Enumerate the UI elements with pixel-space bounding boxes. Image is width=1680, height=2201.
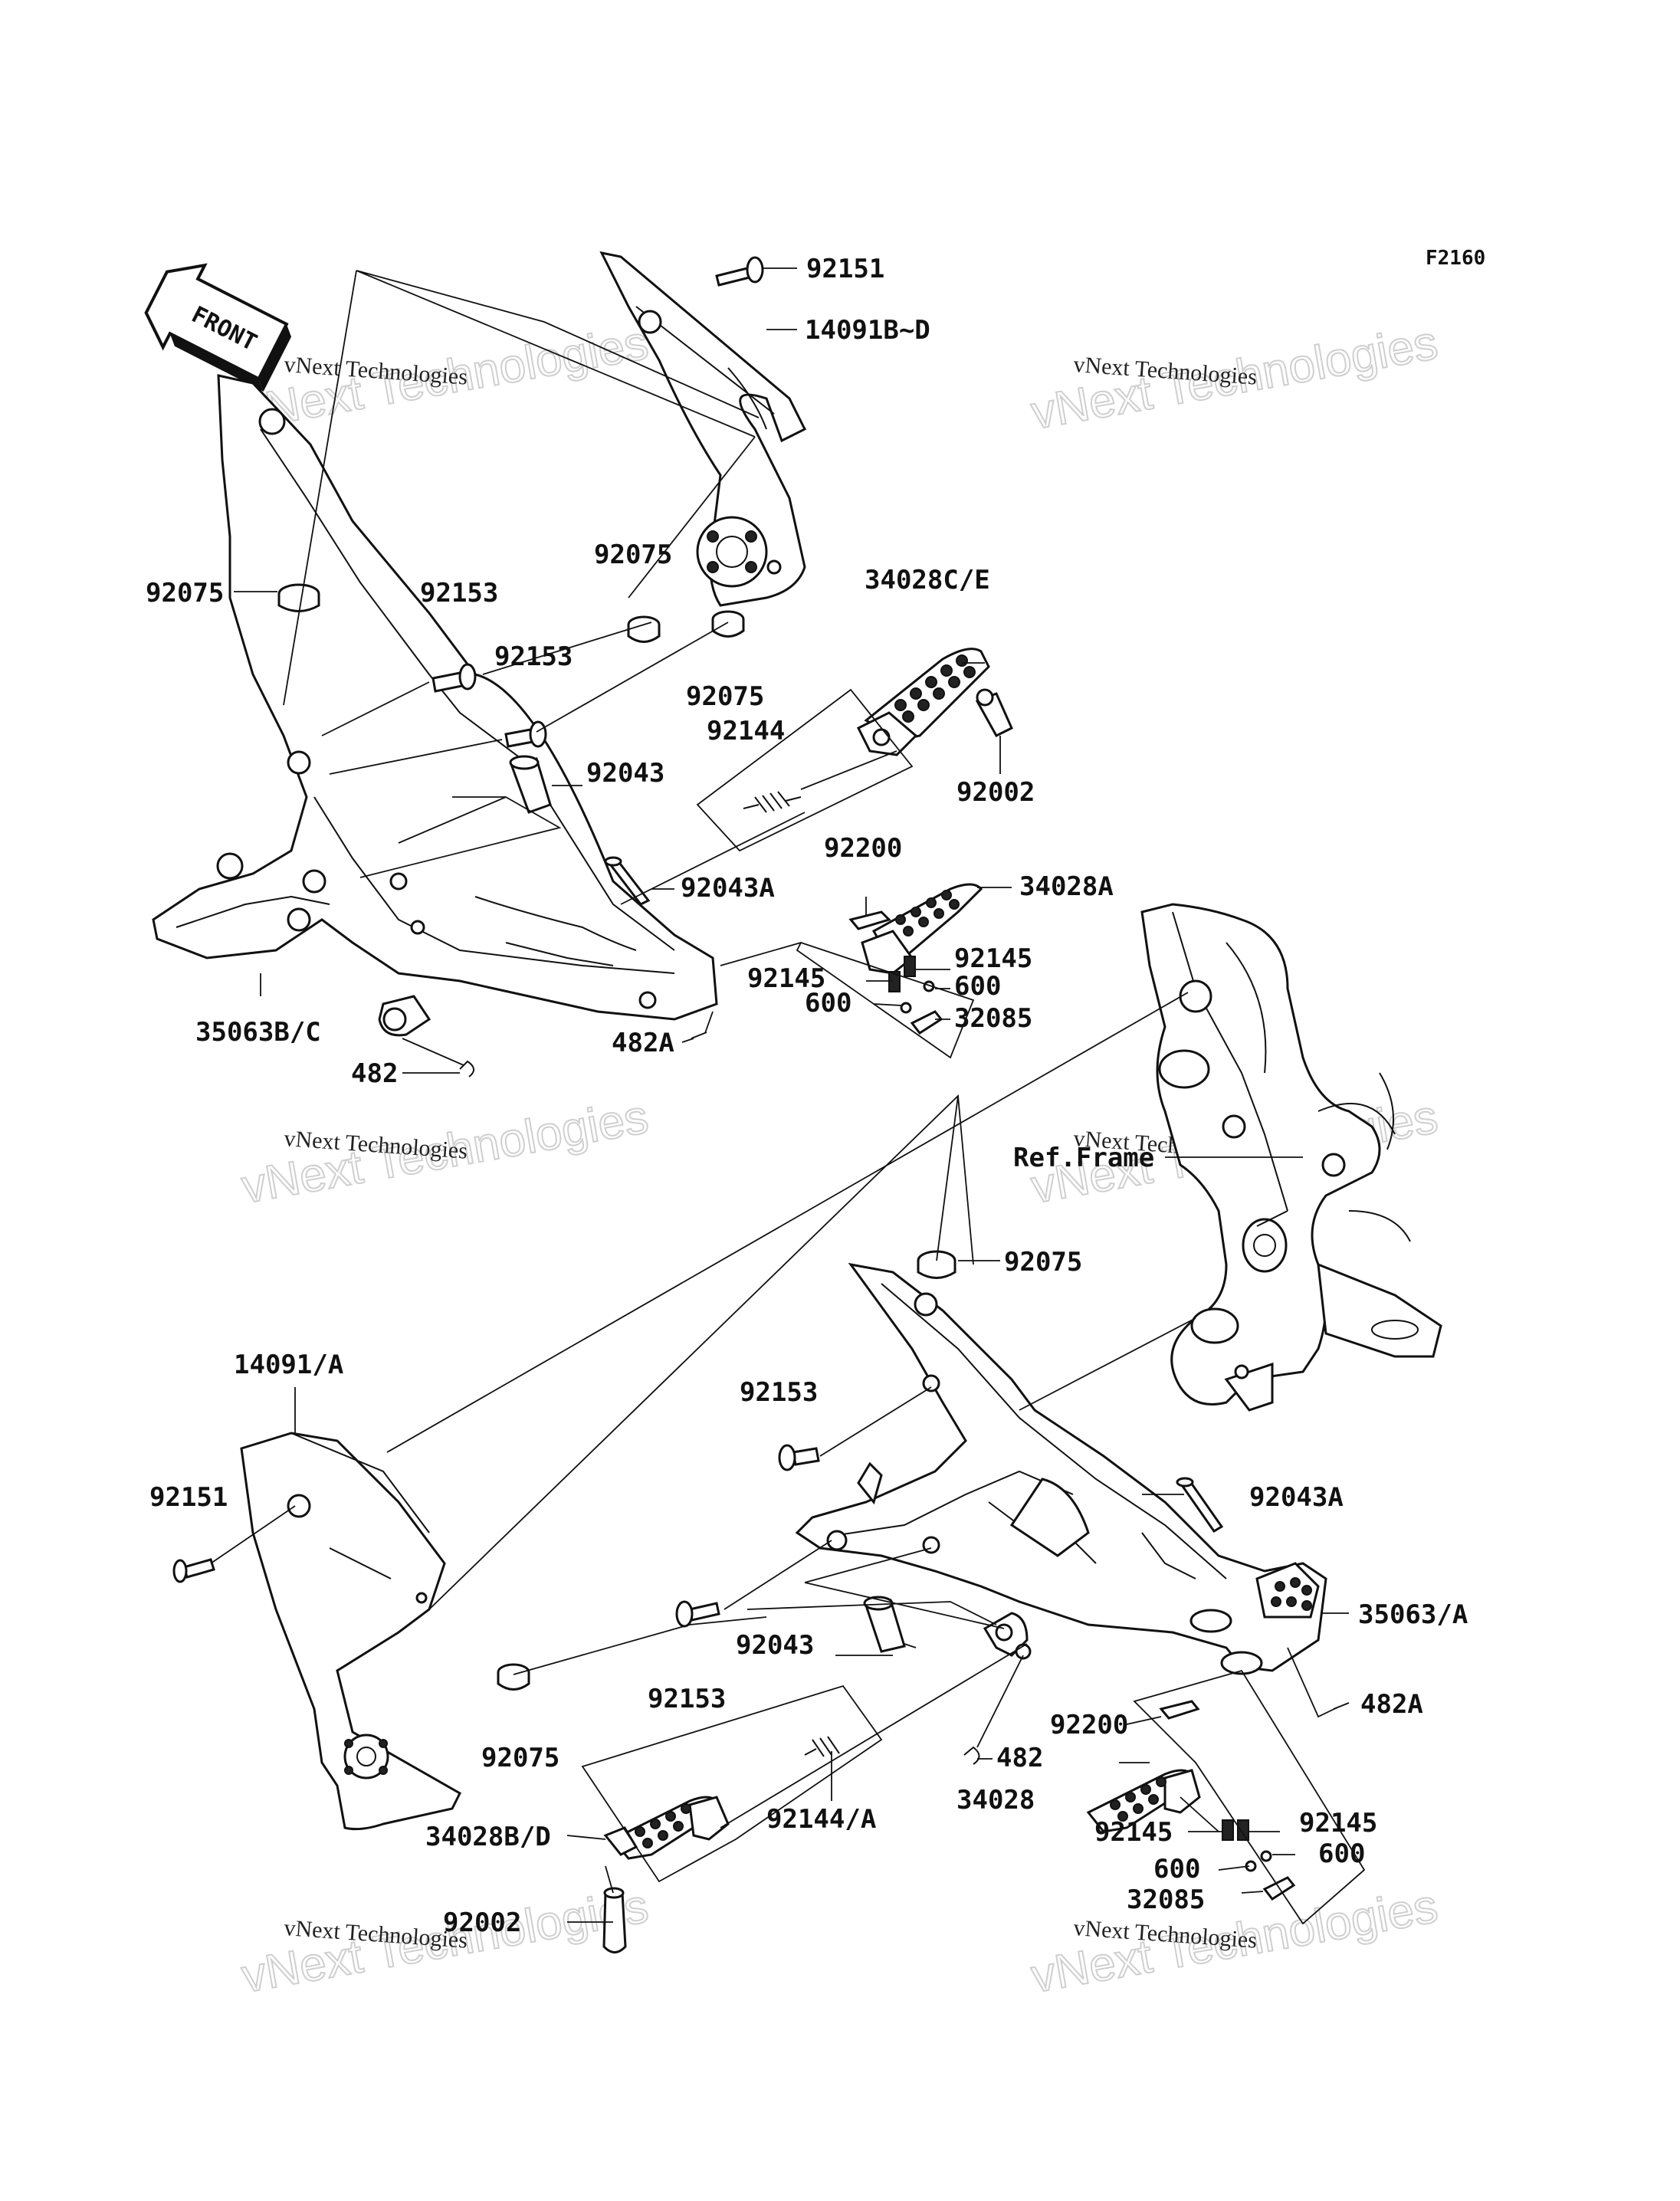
label-32085-top: 32085 <box>954 1003 1032 1034</box>
label-92153-b: 92153 <box>494 641 573 672</box>
spring-92144 <box>743 791 802 813</box>
label-34028A: 34028A <box>1019 871 1114 902</box>
collar-92043-top <box>509 755 552 814</box>
label-92200-bot: 92200 <box>1050 1710 1128 1740</box>
label-482-top: 482 <box>351 1058 398 1089</box>
pin-92043A-top <box>604 856 651 906</box>
pin-92043A-bottom <box>1176 1477 1224 1533</box>
label-92043-top: 92043 <box>586 758 664 789</box>
label-92043-bot: 92043 <box>736 1630 814 1661</box>
spring-92145-a <box>888 971 901 992</box>
label-92043A-top: 92043A <box>681 873 775 904</box>
watermark-6: vNext Technologies vNext Technologies <box>1026 1879 1442 2004</box>
ball-600-a <box>900 1002 912 1014</box>
watermark-5: vNext Technologies vNext Technologies <box>237 1879 652 2004</box>
label-600-a: 600 <box>805 988 851 1018</box>
footrest-bracket-upper <box>152 374 718 1037</box>
spring-92145-b <box>904 956 916 977</box>
label-482A-top: 482A <box>612 1028 674 1058</box>
washer-92200-bottom <box>1159 1700 1200 1720</box>
label-92145-b: 92145 <box>954 943 1032 974</box>
watermark-2: vNext Technologies vNext Technologies <box>1026 316 1442 441</box>
bolt-92153-a <box>431 663 477 693</box>
front-arrow-icon: FRONT <box>144 263 292 392</box>
grommet-upper-left <box>277 583 320 612</box>
label-ref-frame: Ref.Frame <box>1013 1143 1154 1173</box>
label-92075-lower: 92075 <box>686 681 764 712</box>
label-92153-d: 92153 <box>648 1684 726 1714</box>
diagram-code: F2160 <box>1426 247 1485 270</box>
ball-600-d <box>1260 1850 1272 1862</box>
clip-482-top <box>459 1060 474 1078</box>
label-92075-bot: 92075 <box>1004 1247 1082 1278</box>
footrest-bracket-lower <box>795 1262 1327 1675</box>
label-35063A: 35063/A <box>1358 1599 1468 1630</box>
label-92075-mid: 92075 <box>594 540 672 570</box>
label-92002-bot: 92002 <box>443 1907 521 1938</box>
label-600-b: 600 <box>954 971 1001 1002</box>
label-92145-a: 92145 <box>747 963 825 994</box>
label-34028BD: 34028B/D <box>425 1822 551 1852</box>
grommet-lower-bottom <box>497 1663 530 1691</box>
label-92151-bot: 92151 <box>149 1482 228 1513</box>
bolt-92153-d <box>675 1600 720 1628</box>
footrest-34028BD <box>603 1796 730 1860</box>
spring-92145-c <box>1222 1819 1234 1841</box>
label-14091A: 14091/A <box>234 1350 343 1380</box>
clip-482-bottom <box>963 1746 980 1765</box>
label-92145-c: 92145 <box>1094 1817 1173 1848</box>
label-34028: 34028 <box>956 1785 1035 1816</box>
label-92002-top: 92002 <box>956 777 1035 808</box>
label-600-d: 600 <box>1318 1839 1365 1869</box>
footrest-34028CE <box>856 648 990 756</box>
label-92151-top: 92151 <box>806 254 884 284</box>
bolt-92151-bottom <box>172 1558 215 1583</box>
washer-92200-top <box>848 910 891 930</box>
leader-lines <box>210 267 1366 1925</box>
bolt-92151-top <box>715 256 764 287</box>
footrest-34028 <box>1086 1769 1201 1833</box>
label-482-bot: 482 <box>996 1743 1043 1773</box>
label-35063BC: 35063B/C <box>195 1017 321 1048</box>
label-600-c: 600 <box>1153 1854 1200 1884</box>
label-34028CE: 34028C/E <box>865 565 990 595</box>
bolt-92153-c <box>778 1444 820 1471</box>
ref-frame <box>1140 903 1442 1412</box>
collar-92043-bottom <box>863 1596 906 1653</box>
part-labels: 92151 14091B~D 92075 92153 92075 34028C/… <box>146 254 1468 1938</box>
pin-92002-bottom <box>602 1887 627 1953</box>
label-14091BD: 14091B~D <box>805 315 930 346</box>
watermark-1: vNext Technologies vNext Technologies <box>237 316 652 441</box>
spring-92144A <box>804 1736 840 1757</box>
label-482A-bot: 482A <box>1360 1689 1423 1720</box>
clip-482A-top <box>691 1032 707 1039</box>
heel-guard-bottom <box>240 1432 461 1831</box>
grommet-upper-lower <box>711 610 745 638</box>
label-92043A-bot: 92043A <box>1249 1482 1344 1513</box>
label-92145-d: 92145 <box>1299 1808 1377 1839</box>
label-92075-bot2: 92075 <box>481 1743 559 1773</box>
label-92144: 92144 <box>707 716 785 746</box>
grommet-upper-mid <box>627 615 661 643</box>
plate-32085-top <box>910 1010 943 1035</box>
pin-92002-top <box>975 688 1013 737</box>
label-92153-a: 92153 <box>420 578 498 608</box>
spring-92145-d <box>1237 1819 1249 1841</box>
label-92153-c: 92153 <box>740 1377 818 1408</box>
footrest-34028A <box>861 883 983 975</box>
label-92144A: 92144/A <box>766 1804 876 1835</box>
label-92075-left: 92075 <box>146 578 224 608</box>
label-32085-bot: 32085 <box>1127 1884 1205 1915</box>
watermark-3: vNext Technologies vNext Technologies <box>237 1090 652 1215</box>
label-92200-top: 92200 <box>824 833 902 864</box>
heel-guard-top <box>599 251 807 607</box>
